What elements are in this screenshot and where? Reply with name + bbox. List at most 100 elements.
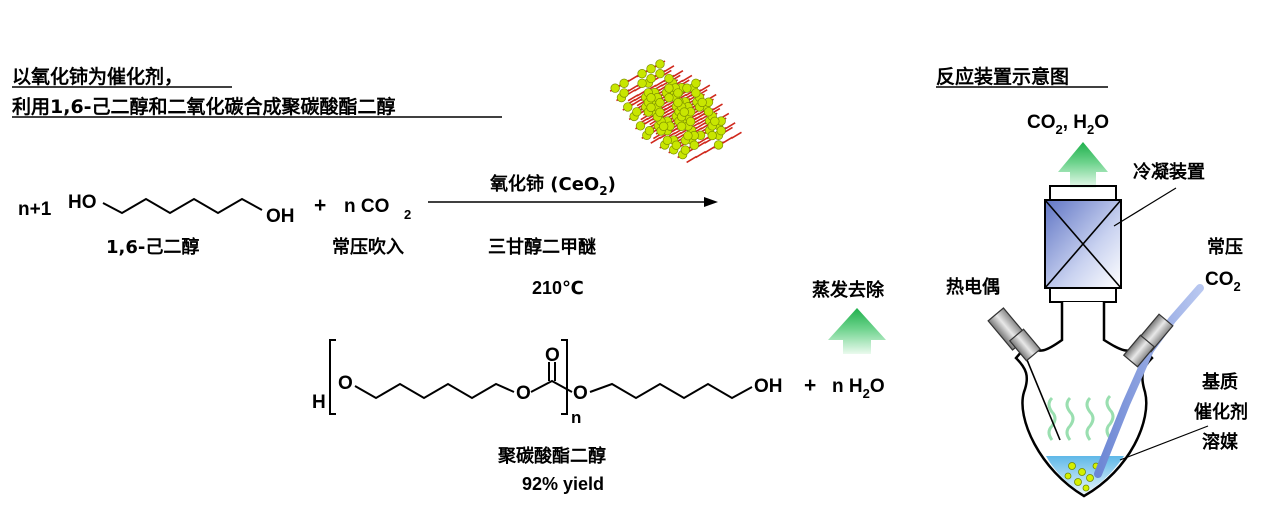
solvent-label: 三甘醇二甲醚	[488, 236, 596, 258]
carbonyl-bonds	[530, 379, 573, 393]
lattice-atom	[683, 131, 693, 141]
left-bracket	[329, 339, 336, 415]
lattice-atom	[703, 107, 714, 117]
lattice-bond	[695, 150, 707, 159]
lattice-atom	[697, 97, 707, 108]
diol-oh: OH	[266, 206, 295, 227]
lattice-bond	[722, 136, 733, 144]
lattice-atom	[637, 78, 647, 88]
lattice-atom	[707, 130, 717, 141]
evaporation-label: 蒸发去除	[812, 279, 885, 301]
exhaust-arrow	[1058, 142, 1108, 188]
lattice-atom	[610, 83, 620, 93]
lattice-bond	[724, 122, 736, 130]
water-formula: n H2O	[832, 376, 885, 401]
product-o-carbonyl: O	[545, 345, 560, 366]
hexanediol-chain	[102, 197, 263, 215]
vapor-wisps	[1047, 394, 1115, 441]
lattice-atom	[664, 73, 674, 84]
lattice-bond	[712, 103, 723, 111]
lattice-bond	[663, 65, 675, 73]
right-bracket	[561, 339, 568, 415]
plus-sign-1: +	[314, 194, 326, 217]
lattice-atom	[679, 107, 689, 117]
condenser	[1044, 185, 1122, 303]
lattice-atom	[664, 93, 674, 103]
gas-inlet-label-line1: 常压	[1207, 236, 1243, 258]
lattice-atom	[623, 102, 633, 112]
co2-label: 常压吹入	[332, 236, 404, 258]
lattice-atom	[716, 126, 726, 136]
scheme-title: 以氧化铈为催化剂， 利用1,6-己二醇和二氧化碳合成聚碳酸酯二醇	[12, 65, 502, 118]
end-chain	[589, 382, 753, 400]
lattice-bond	[672, 69, 684, 78]
reactants: n+1 HO OH + n CO 2 1,6-己二醇 常压吹入	[18, 192, 411, 258]
lattice-bond	[731, 131, 742, 139]
lattice-atom	[680, 145, 690, 155]
lattice-atom	[685, 116, 696, 127]
reaction-flask	[1014, 302, 1154, 498]
lattice-atom	[635, 121, 646, 131]
lattice-atom	[713, 140, 724, 150]
product-o-ester: O	[516, 383, 531, 404]
lattice-atom	[682, 83, 692, 93]
repeat-unit-chain	[354, 382, 515, 400]
condenser-label: 冷凝装置	[1133, 161, 1205, 183]
catalyst-label: 氧化铈 (CeO2)	[489, 173, 616, 198]
ceo2-crystal-structure	[609, 59, 742, 164]
diol-ho: HO	[68, 192, 97, 213]
lattice-bond	[627, 84, 639, 92]
lattice-bond	[627, 94, 639, 102]
co2-formula: n CO	[344, 196, 389, 217]
lattice-bond	[627, 74, 639, 83]
lattice-atom	[710, 116, 720, 126]
product-yield: 92% yield	[522, 474, 604, 494]
lattice-atom	[673, 88, 683, 98]
lattice-atom	[659, 121, 669, 131]
product-o-right: O	[573, 383, 588, 404]
substrate-label: 基质	[1201, 371, 1238, 393]
lattice-bond	[694, 112, 705, 121]
lattice-atom	[655, 69, 665, 79]
lattice-bond	[686, 155, 698, 164]
evaporation: 蒸发去除	[812, 279, 886, 354]
product-name: 聚碳酸酯二醇	[497, 445, 606, 467]
exhaust-label: CO2, H2O	[1027, 112, 1109, 137]
thermocouple-label: 热电偶	[946, 276, 1000, 298]
reaction-arrow	[428, 197, 718, 207]
lattice-atom	[632, 107, 642, 117]
lattice-atom	[662, 135, 673, 146]
catalyst-particles	[1064, 462, 1100, 492]
repeat-n: n	[571, 408, 581, 427]
lattice-atom	[655, 107, 665, 117]
lattice-atom	[619, 78, 629, 88]
lattice-atom	[646, 102, 656, 113]
product-h: H	[312, 392, 326, 413]
apparatus-title: 反应装置示意图	[936, 65, 1069, 88]
lattice-atom	[676, 121, 687, 131]
lattice-atom	[664, 83, 674, 93]
apparatus-diagram: 反应装置示意图 CO2, H2O 冷凝装置	[936, 65, 1248, 498]
lattice-atom	[691, 88, 701, 98]
lattice-atom	[689, 140, 699, 150]
lattice-bond	[699, 84, 711, 92]
lattice-atom	[655, 97, 665, 108]
lattice-atom	[619, 88, 629, 98]
lattice-atom	[644, 126, 655, 136]
catalyst-flask-label: 催化剂	[1194, 401, 1248, 423]
lattice-bond	[650, 136, 662, 144]
lattice-atom	[655, 59, 665, 69]
plus-sign-2: +	[804, 374, 816, 397]
lattice-atom	[671, 140, 681, 150]
lattice-bond	[654, 79, 666, 88]
lattice-bond	[631, 98, 643, 106]
lattice-atom	[673, 97, 683, 108]
lattice-atom	[691, 78, 701, 88]
solvent-flask-label: 溶媒	[1202, 431, 1239, 453]
lattice-atom	[637, 69, 647, 79]
reaction-conditions: 氧化铈 (CeO2) 三甘醇二甲醚 210℃	[488, 173, 616, 298]
lattice-bond	[681, 74, 693, 83]
gas-inlet	[1094, 284, 1204, 478]
product-oh: OH	[754, 376, 783, 397]
